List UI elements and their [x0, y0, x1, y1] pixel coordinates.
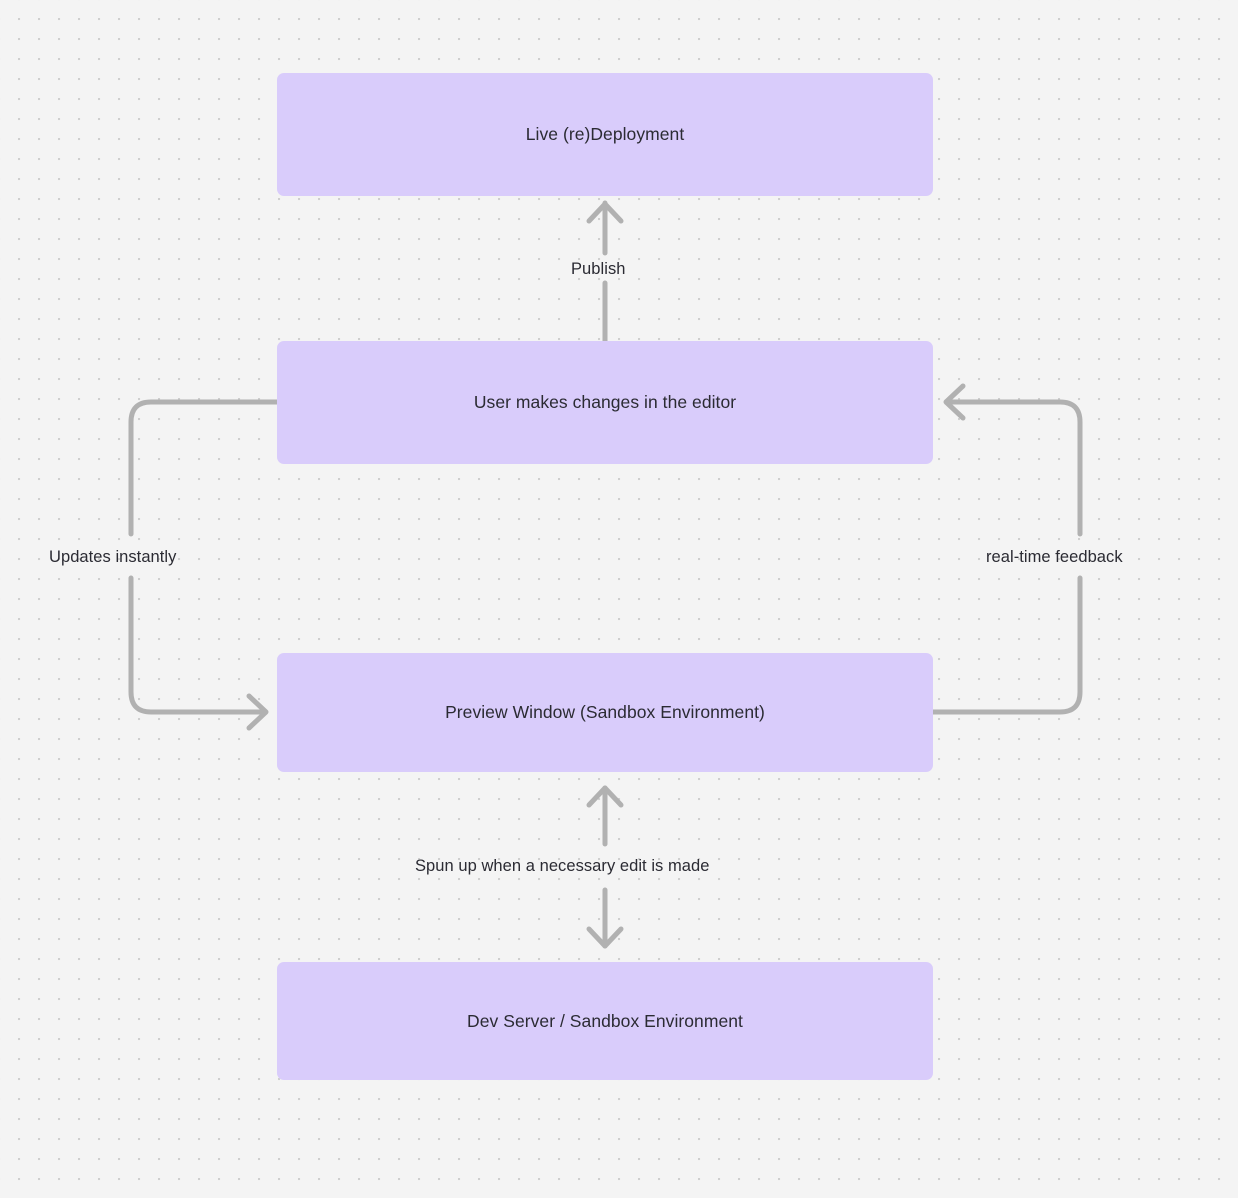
node-label: Live (re)Deployment	[525, 124, 685, 145]
arrowhead-up-publish	[586, 201, 624, 224]
edge-label-real-time-feedback: real-time feedback	[986, 548, 1123, 566]
node-label: Preview Window (Sandbox Environment)	[445, 702, 765, 723]
arrowhead-up-spunup	[586, 785, 624, 808]
node-dev-server[interactable]: Dev Server / Sandbox Environment	[277, 962, 933, 1080]
arrowhead-down-spunup	[586, 926, 624, 949]
node-label: User makes changes in the editor	[473, 392, 737, 413]
edge-label-publish: Publish	[571, 260, 626, 278]
node-preview-window[interactable]: Preview Window (Sandbox Environment)	[277, 653, 933, 772]
arrowhead-right-updates	[246, 693, 269, 731]
edge-label-spun-up-when-edit-made: Spun up when a necessary edit is made	[415, 857, 710, 875]
node-user-makes-changes[interactable]: User makes changes in the editor	[277, 341, 933, 464]
arrowhead-left-realtime	[943, 383, 966, 421]
node-live-redeployment[interactable]: Live (re)Deployment	[277, 73, 933, 196]
edge-label-updates-instantly: Updates instantly	[49, 548, 177, 566]
node-label: Dev Server / Sandbox Environment	[467, 1010, 743, 1031]
